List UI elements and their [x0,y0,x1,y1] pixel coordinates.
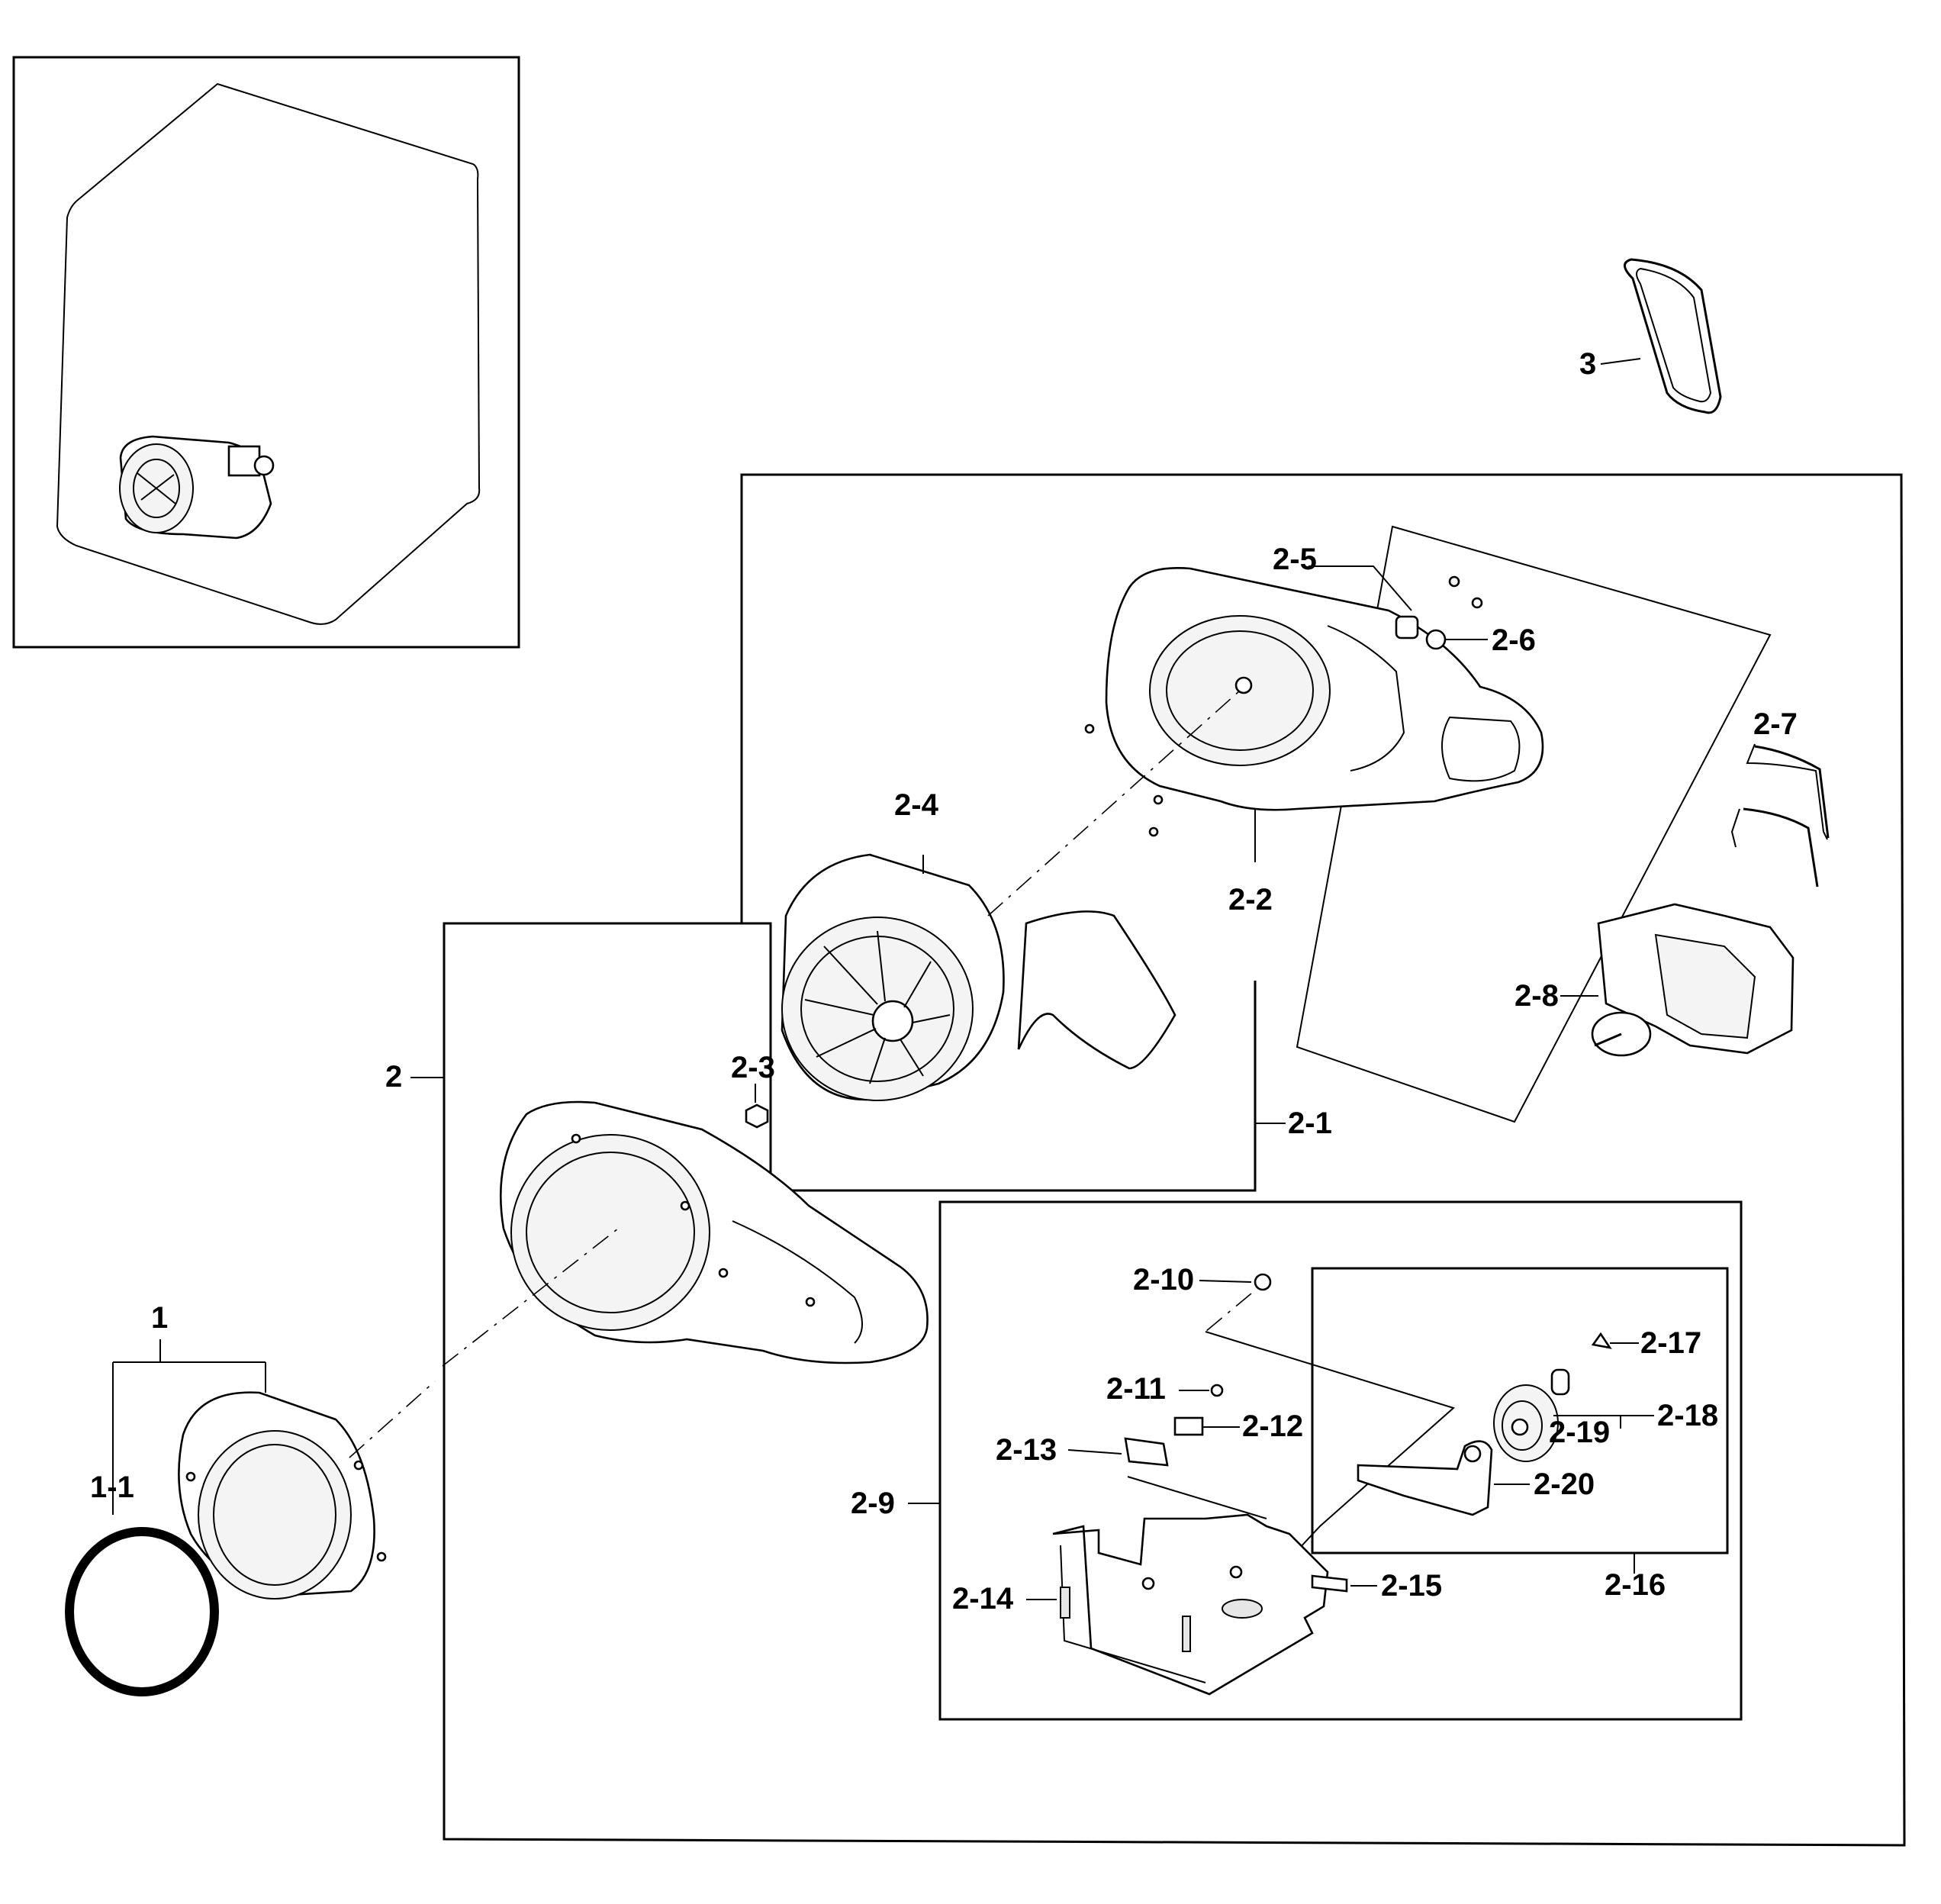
part-2-17-pin: 2-17 [1591,1326,1701,1360]
part-2-10-screw: 2-10 [1133,1263,1272,1332]
part-2-8-drive-motor: 2-8 [1514,903,1795,1057]
label-2-9: 2-9 [851,1487,895,1520]
label-2-4: 2-4 [894,788,939,822]
air-duct-baffle [1017,910,1177,1070]
seal-ring [65,1527,219,1696]
dryer-cabinet-outline [56,82,481,625]
part-2-7-motor-clamps: 2-7 [1730,707,1830,888]
label-2-15: 2-15 [1381,1569,1442,1603]
label-1: 1 [151,1301,168,1335]
label-2-2: 2-2 [1228,883,1273,917]
part-2-12-switch: 2-12 [1173,1409,1303,1443]
label-2-17: 2-17 [1640,1326,1701,1360]
part-1-front-duct: 1 [112,1301,436,1600]
part-3-drive-belt: 3 [1579,258,1722,414]
part-2-19-bearing: 2-19 [1549,1416,1610,1449]
part-2-14-idler-base: 2-14 [952,1513,1329,1696]
assembly-2-1-outline [740,475,1257,1192]
part-2-6-thermistor: 2-6 [1425,597,1536,657]
label-2-19: 2-19 [1549,1416,1610,1449]
label-2-5: 2-5 [1273,543,1317,576]
front-blower-housing [442,1100,929,1367]
label-2-18: 2-18 [1657,1399,1718,1432]
inset-dryer-overview [12,56,520,649]
assembly-2-16-outline [1311,1267,1729,1554]
part-2-11-screw: 2-11 [1106,1372,1224,1406]
part-2-3-nut: 2-3 [731,1051,775,1129]
part-2-20-idler-arm: 2-20 [1357,1440,1595,1516]
assembly-2-9-frame: 2-9 [851,1200,1743,1721]
label-2-14: 2-14 [952,1582,1014,1616]
label-2-13: 2-13 [996,1433,1057,1467]
part-2-18-idler-pulley: 2-18 [1493,1368,1718,1462]
part-2-13-bracket: 2-13 [996,1433,1267,1519]
label-2-3: 2-3 [731,1051,775,1084]
label-2-1: 2-1 [1288,1107,1332,1140]
part-2-5-thermostat: 2-5 [1273,543,1460,639]
label-2-7: 2-7 [1753,707,1798,741]
label-2-12: 2-12 [1242,1409,1303,1443]
motor-mount-plane [1296,525,1772,1123]
label-1-1: 1-1 [90,1471,134,1504]
label-2-6: 2-6 [1492,623,1536,657]
part-2-2-blower-housing: 2-2 [1084,567,1544,917]
assembly-2-1-frame: 2-1 [740,475,1332,1192]
label-2-8: 2-8 [1514,979,1559,1013]
label-2: 2 [385,1060,402,1094]
label-2-10: 2-10 [1133,1263,1194,1297]
assembly-2-16-frame: 2-16 [1311,1267,1729,1602]
inset-blower-assembly [119,435,275,540]
assembly-2-9-outline [938,1200,1743,1721]
part-1-1-duct-seal: 1-1 [65,1471,219,1696]
label-3: 3 [1579,347,1596,381]
label-2-20: 2-20 [1534,1467,1595,1501]
label-2-11: 2-11 [1106,1372,1166,1406]
label-2-16: 2-16 [1605,1568,1666,1602]
inset-frame [12,56,520,649]
part-2-15-spring: 2-15 [1311,1569,1442,1603]
part-2-4-blower-wheel: 2-4 [781,690,1241,1101]
